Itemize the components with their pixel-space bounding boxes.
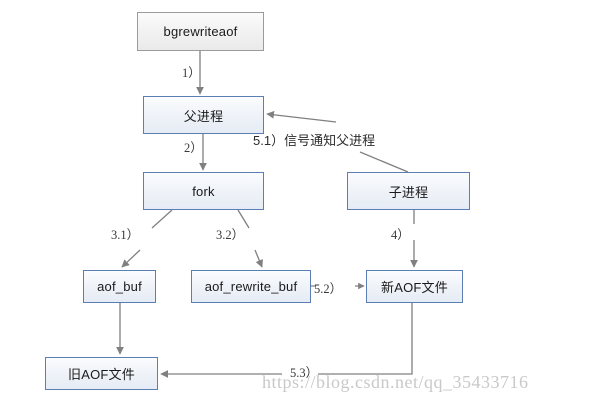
node-label: aof_rewrite_buf <box>204 279 298 294</box>
edge-label-step-5-1: 5.1）信号通知父进程 <box>253 133 376 148</box>
node-bgrewriteaof[interactable]: bgrewriteaof <box>137 12 264 51</box>
node-label: bgrewriteaof <box>163 24 238 39</box>
node-label: 旧AOF文件 <box>68 367 135 382</box>
edge-fork-to-aof-rewrite-buf <box>237 209 262 267</box>
edge-label-step-3-1: 3.1） <box>111 228 140 242</box>
edge-fork-to-aof-buf <box>122 209 173 267</box>
edge-child-to-parent-signal <box>267 114 409 173</box>
node-label: aof_buf <box>97 279 142 294</box>
node-label: 新AOF文件 <box>381 280 448 295</box>
node-label: 子进程 <box>388 184 429 200</box>
node-old-aof-file[interactable]: 旧AOF文件 <box>45 357 158 390</box>
edge-label-step-3-2: 3.2） <box>216 228 245 242</box>
node-parent-process[interactable]: 父进程 <box>143 96 264 134</box>
edge-new-aof-to-old-aof <box>161 303 413 374</box>
edge-label-step-4: 4） <box>391 228 410 242</box>
node-fork[interactable]: fork <box>143 172 264 210</box>
node-label: fork <box>192 183 215 199</box>
edge-label-step-2: 2） <box>184 141 203 155</box>
node-child-process[interactable]: 子进程 <box>347 172 470 210</box>
node-new-aof-file[interactable]: 新AOF文件 <box>366 270 463 303</box>
edge-label-step-1: 1） <box>182 66 201 80</box>
edge-label-step-5-3: 5.3） <box>290 366 319 380</box>
node-label: 父进程 <box>183 108 224 124</box>
node-aof-rewrite-buf[interactable]: aof_rewrite_buf <box>191 270 311 303</box>
edge-label-step-5-2: 5.2） <box>314 282 343 296</box>
node-aof-buf[interactable]: aof_buf <box>83 270 156 303</box>
